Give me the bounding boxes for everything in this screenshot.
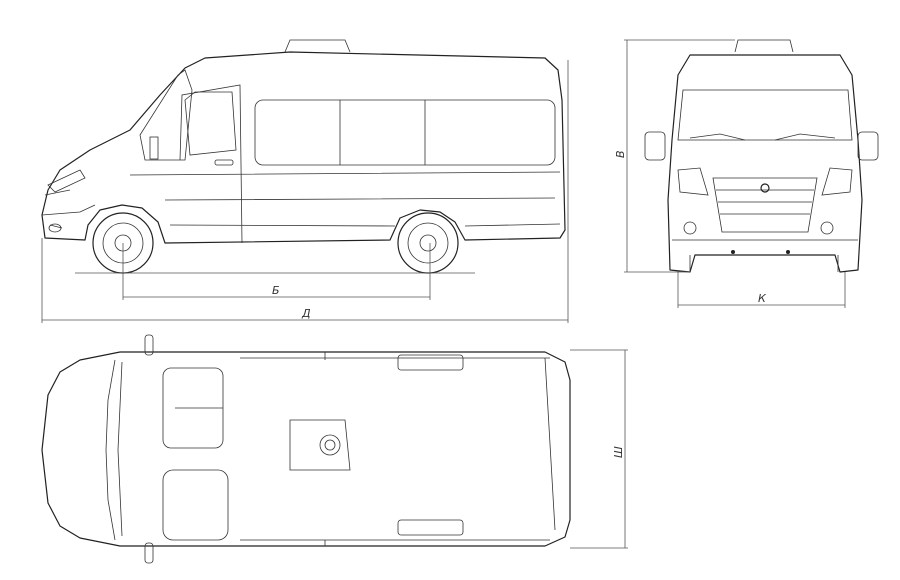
right-mirror [144, 542, 154, 564]
roof-hatch [734, 39, 794, 53]
headlight [47, 169, 86, 193]
side-view: Б Д [41, 39, 569, 323]
height-label: В [614, 150, 627, 158]
roof-vent [319, 434, 341, 456]
step-right [397, 519, 464, 536]
front-body-outline [667, 54, 863, 273]
door-handle [214, 159, 234, 166]
right-mirror [857, 131, 879, 161]
wheelbase-label: Б [272, 284, 280, 297]
roof-rail-right [240, 539, 550, 546]
roof-rail-left [240, 352, 556, 531]
body-crease [129, 171, 561, 227]
side-body-outline [41, 51, 566, 244]
tow-hook [786, 250, 790, 254]
right-headlight [821, 167, 853, 196]
step-left [397, 354, 464, 371]
front-door [179, 84, 243, 244]
top-body-outline [41, 351, 571, 547]
left-headlight [677, 167, 709, 196]
front-bumper [672, 239, 858, 272]
track-label: К [758, 292, 767, 305]
right-fog-light [820, 221, 834, 235]
grille [712, 177, 818, 233]
roof-hatch-top [289, 419, 351, 471]
top-view: Ш [41, 334, 628, 564]
front-bumper [41, 189, 96, 229]
length-label: Д [301, 307, 311, 320]
windshield [139, 69, 193, 161]
left-mirror [144, 334, 154, 356]
passenger-seat [162, 469, 229, 541]
roof-vent-center [324, 439, 336, 451]
side-windows [254, 99, 556, 166]
front-view: В К [614, 39, 879, 308]
width-label: Ш [612, 446, 625, 458]
hood [105, 359, 116, 541]
left-fog-light [683, 221, 697, 235]
front-windshield [677, 89, 853, 141]
fog-light [48, 223, 62, 233]
wipers [689, 133, 836, 141]
tow-hook [731, 250, 735, 254]
rear-wheel [397, 212, 459, 274]
roof-hatch [284, 39, 351, 53]
windshield-top [117, 361, 123, 537]
side-mirror [149, 136, 159, 160]
brand-emblem [760, 183, 770, 193]
front-door-window [184, 91, 237, 156]
left-mirror [644, 131, 666, 161]
